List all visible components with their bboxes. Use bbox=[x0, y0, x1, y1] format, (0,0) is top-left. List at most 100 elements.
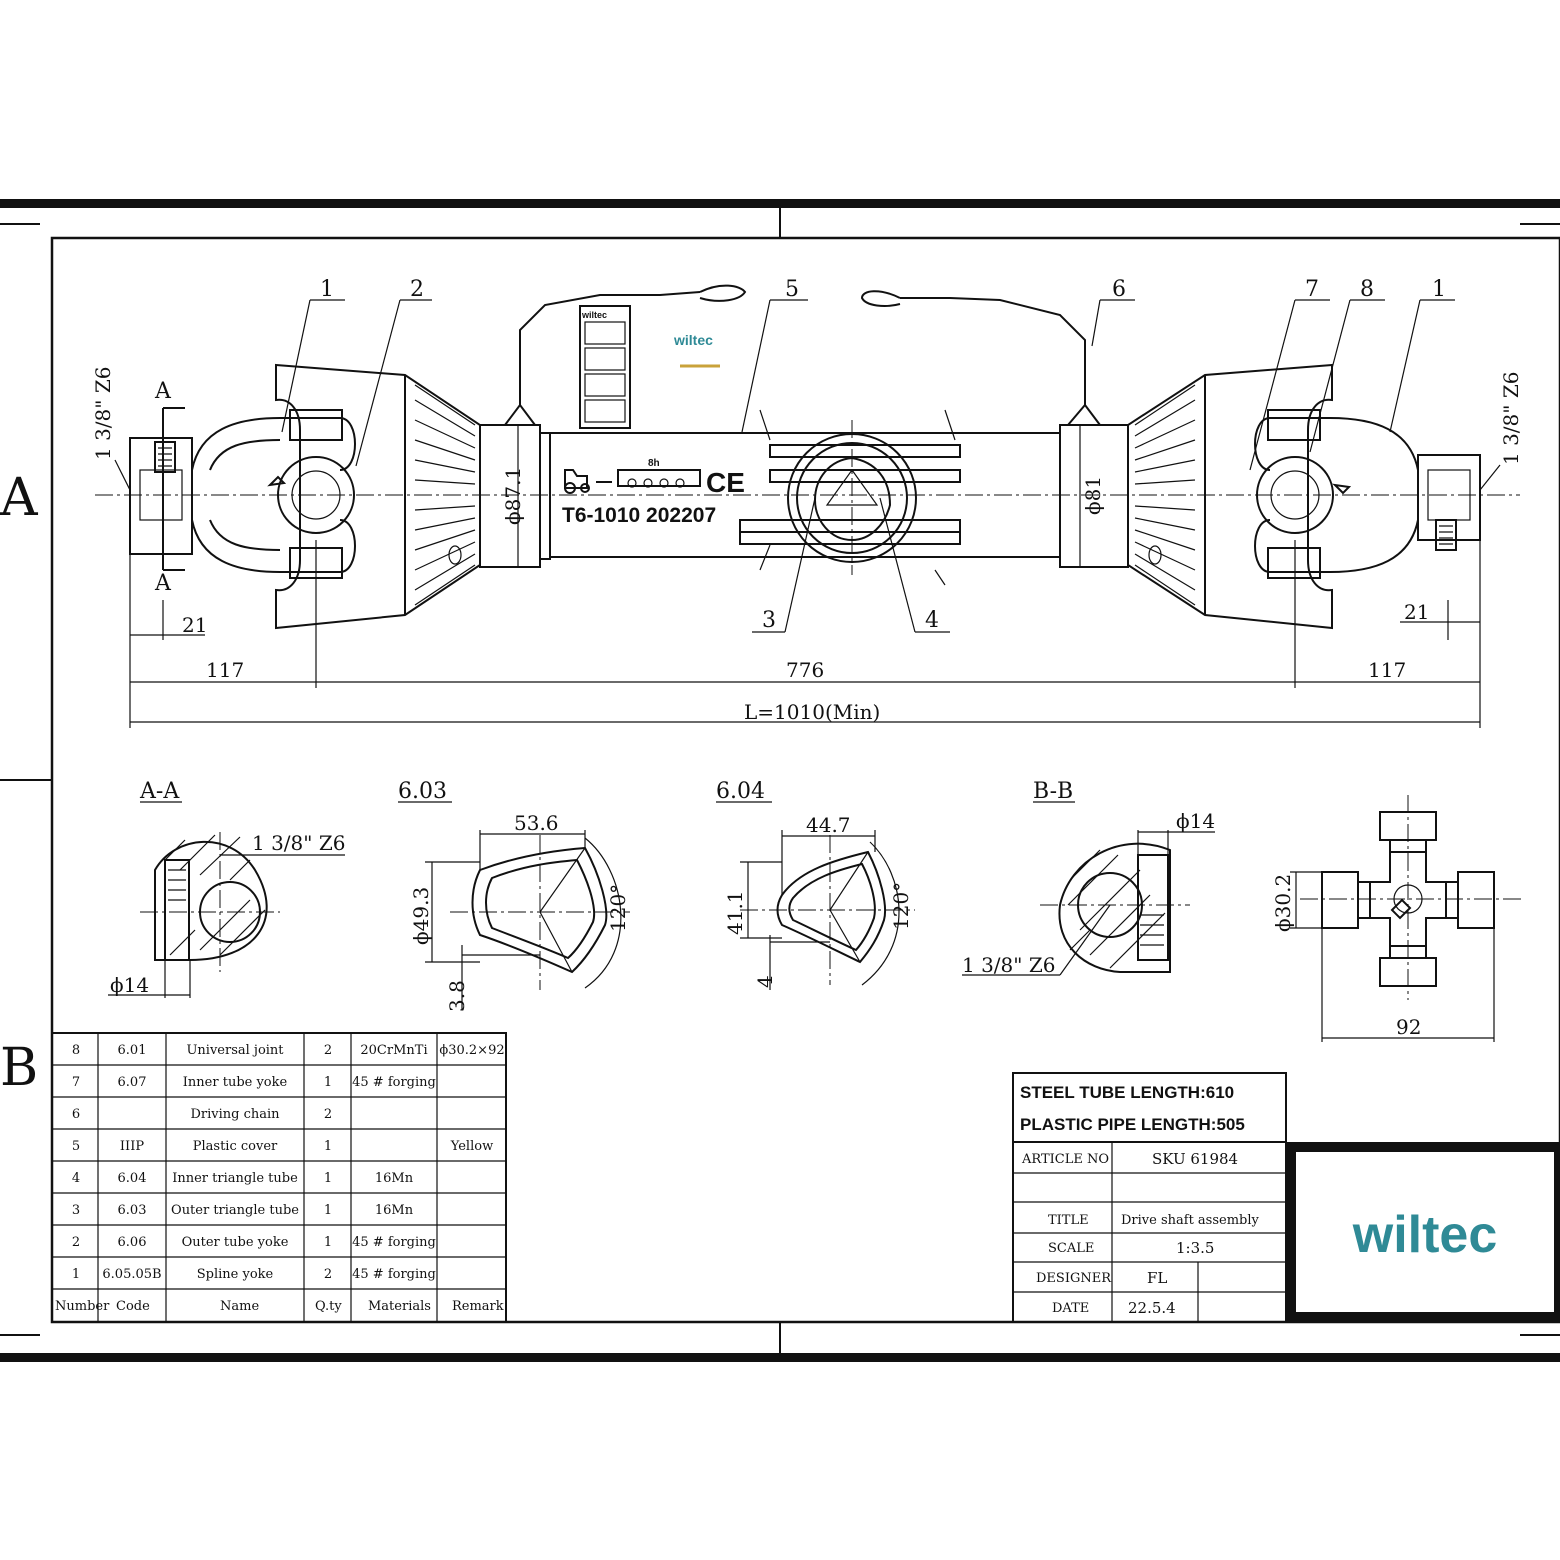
bom-cell-qty: 2 bbox=[324, 1107, 332, 1122]
date-label: DATE bbox=[1052, 1301, 1089, 1316]
bom-cell-code: 6.05.05B bbox=[102, 1267, 161, 1282]
designer-value: FL bbox=[1147, 1269, 1167, 1287]
bom-cell-qty: 1 bbox=[324, 1203, 332, 1218]
bom-cell-qty: 2 bbox=[324, 1267, 332, 1282]
title-value: Drive shaft assembly bbox=[1121, 1213, 1260, 1228]
section-marker-a-bottom: A bbox=[154, 571, 172, 596]
cross-length-label: 92 bbox=[1396, 1015, 1421, 1039]
right-spline-yoke bbox=[1254, 409, 1481, 579]
scale-value: 1:3.5 bbox=[1176, 1239, 1214, 1257]
table-row: 6 Driving chain 2 bbox=[72, 1107, 332, 1122]
bom-cell-name: Inner triangle tube bbox=[172, 1171, 298, 1186]
sheet-frame: A B bbox=[0, 199, 1560, 1362]
warning-sticker: wiltec wiltec bbox=[579, 305, 720, 429]
bom-cell-name: Driving chain bbox=[190, 1107, 280, 1122]
designer-label: DESIGNER bbox=[1036, 1271, 1112, 1286]
section-bb-spline: 1 3/8" Z6 bbox=[962, 953, 1055, 977]
ce-mark: CE bbox=[706, 467, 745, 498]
callout-leaders bbox=[281, 299, 1455, 633]
callout-5: 5 bbox=[785, 277, 799, 302]
section-aa-title: A-A bbox=[139, 779, 180, 804]
section-603-wall: 3.8 bbox=[445, 980, 469, 1012]
section-a-markers: A A bbox=[154, 379, 185, 596]
dim-yoke-right: 117 bbox=[1368, 658, 1406, 682]
section-604: 6.04 44.7 41.1 4 120° bbox=[716, 779, 915, 990]
section-603-height: ϕ49.3 bbox=[409, 887, 433, 945]
zone-label-a: A bbox=[0, 468, 39, 528]
title-block: STEEL TUBE LENGTH:610 PLASTIC PIPE LENGT… bbox=[1012, 1072, 1287, 1323]
callout-7: 7 bbox=[1305, 277, 1319, 302]
bom-cell-number: 1 bbox=[72, 1267, 80, 1282]
section-aa-spline: 1 3/8" Z6 bbox=[252, 831, 345, 855]
bom-cell-code: 6.06 bbox=[118, 1235, 147, 1250]
bom-cell-code: IIIP bbox=[120, 1139, 144, 1154]
section-604-title: 6.04 bbox=[716, 779, 765, 804]
bom-cell-name: Outer triangle tube bbox=[171, 1203, 299, 1218]
bom-cell-remark: Yellow bbox=[450, 1139, 493, 1154]
left-tube-end: ϕ87.1 bbox=[479, 424, 551, 568]
bom-header-number: Number bbox=[55, 1299, 110, 1314]
tube-marking: 8h CE T6-1010 202207 bbox=[562, 458, 745, 527]
steel-tube-length: STEEL TUBE LENGTH:610 bbox=[1020, 1083, 1234, 1102]
bom-cell-qty: 1 bbox=[324, 1139, 332, 1154]
bom-cell-name: Universal joint bbox=[186, 1043, 284, 1058]
tube-right-dia-label: ϕ81 bbox=[1081, 476, 1105, 515]
driving-chains bbox=[504, 284, 1101, 426]
bom-cell-materials: 20CrMnTi bbox=[360, 1043, 427, 1058]
cross-dia-label: ϕ30.2 bbox=[1271, 874, 1295, 932]
section-604-wall: 4 bbox=[753, 975, 777, 988]
sticker-brand: wiltec bbox=[673, 332, 713, 348]
product-label: T6-1010 202207 bbox=[562, 504, 716, 527]
callout-3: 3 bbox=[762, 608, 776, 633]
drive-shaft-view: ϕ87.1 wiltec wiltec bbox=[91, 277, 1523, 728]
callout-1-left: 1 bbox=[320, 277, 334, 302]
callout-2: 2 bbox=[410, 277, 424, 302]
bom-cell-qty: 1 bbox=[324, 1235, 332, 1250]
left-spline-yoke bbox=[129, 409, 356, 579]
section-aa-hole: ϕ14 bbox=[110, 973, 149, 997]
bom-cell-name: Inner tube yoke bbox=[183, 1075, 288, 1090]
bom-cell-qty: 1 bbox=[324, 1171, 332, 1186]
section-604-angle: 120° bbox=[889, 882, 913, 930]
bom-header-materials: Materials bbox=[368, 1299, 431, 1314]
bom-cell-qty: 2 bbox=[324, 1043, 332, 1058]
bom-header-code: Code bbox=[116, 1299, 150, 1314]
plastic-pipe-length: PLASTIC PIPE LENGTH:505 bbox=[1020, 1115, 1245, 1134]
callout-4: 4 bbox=[925, 608, 939, 633]
left-guard-cone bbox=[275, 363, 481, 630]
wiltec-logo: wiltec bbox=[1352, 1206, 1498, 1264]
article-no-label: ARTICLE NO bbox=[1021, 1152, 1109, 1167]
dim-middle: 776 bbox=[786, 658, 824, 682]
spline-left-label: 1 3/8" Z6 bbox=[91, 367, 115, 460]
bom-cell-code: 6.03 bbox=[118, 1203, 147, 1218]
sticker-brand-small: wiltec bbox=[581, 310, 607, 320]
bom-cell-code: 6.04 bbox=[118, 1171, 147, 1186]
bom-cell-materials: 45 # forging bbox=[352, 1267, 436, 1282]
bom-cell-number: 3 bbox=[72, 1203, 80, 1218]
bom-cell-materials: 45 # forging bbox=[352, 1075, 436, 1090]
speed-hint: 8h bbox=[648, 458, 660, 469]
title-label: TITLE bbox=[1048, 1213, 1089, 1228]
bom-cell-name: Plastic cover bbox=[193, 1139, 278, 1154]
bom-cell-materials: 16Mn bbox=[375, 1203, 414, 1218]
section-603-width: 53.6 bbox=[514, 811, 559, 835]
right-tube-end: ϕ81 bbox=[1059, 424, 1129, 568]
section-604-height: 41.1 bbox=[723, 890, 747, 935]
dim-end-left: 21 bbox=[182, 613, 207, 637]
universal-joint-cross: ϕ30.2 92 bbox=[1271, 795, 1525, 1042]
bom-cell-name: Spline yoke bbox=[197, 1267, 274, 1282]
bom-cell-number: 6 bbox=[72, 1107, 80, 1122]
bom-cell-number: 7 bbox=[72, 1075, 80, 1090]
callout-numbers: 1 2 5 6 7 8 1 3 4 bbox=[320, 277, 1446, 633]
logo-box: wiltec bbox=[1286, 1142, 1560, 1322]
length-dimensions: 21 21 117 776 117 L=1010(Min) bbox=[129, 540, 1481, 728]
callout-1-right: 1 bbox=[1432, 277, 1446, 302]
bom-header: Number Code Name Q.ty Materials Remark bbox=[55, 1299, 504, 1314]
section-603: 6.03 53.6 ϕ49.3 3.8 120° bbox=[398, 779, 630, 1012]
callout-8: 8 bbox=[1360, 277, 1374, 302]
section-bb-hole: ϕ14 bbox=[1176, 809, 1215, 833]
